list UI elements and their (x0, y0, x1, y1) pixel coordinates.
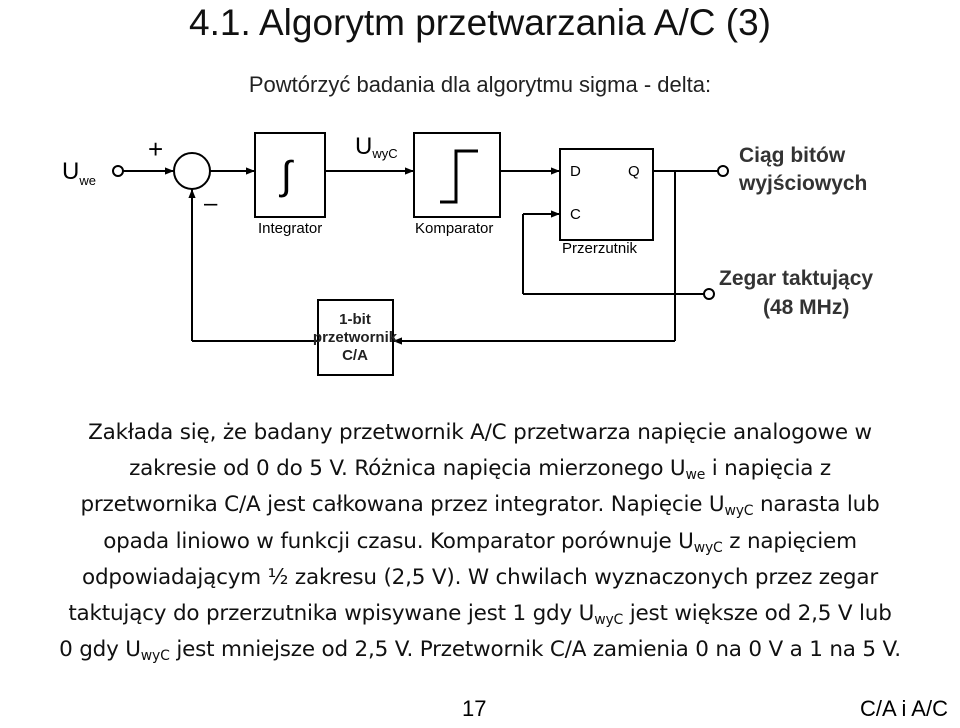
paragraph-line-4: opada liniowo w funkcji czasu. Komparato… (103, 528, 857, 556)
output-terminal (717, 165, 729, 177)
output-bits-label-1: Ciąg bitów (739, 144, 846, 167)
comparator-label: Komparator (415, 220, 493, 237)
dac-label-1: 1-bit (339, 311, 371, 328)
summing-junction (173, 152, 211, 190)
flipflop-q-label: Q (628, 163, 640, 180)
clock-label-1: Zegar taktujący (719, 267, 873, 290)
flipflop-d-label: D (570, 163, 581, 180)
dac-label-2: przetwornik (313, 329, 398, 346)
flipflop-c-label: C (570, 206, 581, 223)
output-bits-label-2: wyjściowych (738, 172, 867, 195)
flipflop-block (559, 148, 654, 241)
input-label: Uwe (62, 158, 96, 188)
minus-sign: – (204, 190, 218, 217)
clock-terminal (703, 288, 715, 300)
paragraph-line-1: Zakłada się, że badany przetwornik A/C p… (88, 420, 872, 445)
paragraph-line-7: 0 gdy UwyC jest mniejsze od 2,5 V. Przet… (59, 637, 901, 665)
slide-subtitle: Powtórzyć badania dla algorytmu sigma - … (248, 72, 712, 97)
comparator-step-icon (440, 149, 478, 204)
paragraph-line-5: odpowiadającym ½ zakresu (2,5 V). W chwi… (82, 564, 878, 590)
paragraph-line-6: taktujący do przerzutnika wpisywane jest… (68, 601, 892, 629)
flipflop-label: Przerzutnik (562, 240, 638, 257)
integrator-label: Integrator (258, 220, 322, 237)
footer-text: C/A i A/C (859, 696, 948, 721)
page-number: 17 (462, 696, 487, 721)
dac-label-3: C/A (342, 347, 368, 364)
dac-block (317, 299, 394, 376)
output-voltage-label: UwyC (355, 133, 398, 161)
input-terminal (112, 165, 124, 177)
slide-title: 4.1. Algorytm przetwarzania A/C (3) (189, 2, 771, 43)
clock-label-2: (48 MHz) (763, 296, 849, 319)
description-paragraph: Zakłada się, że badany przetwornik A/C p… (0, 415, 960, 668)
paragraph-line-2: zakresie od 0 do 5 V. Różnica napięcia m… (129, 456, 831, 484)
plus-sign: + (148, 134, 163, 164)
sigma-delta-block-diagram: Uwe + – ∫ Integrator UwyC Komparator D Q… (62, 132, 873, 376)
integrator-symbol: ∫ (279, 154, 295, 198)
paragraph-line-3: przetwornika C/A jest całkowana przez in… (80, 492, 880, 520)
integrator-block (254, 132, 326, 218)
